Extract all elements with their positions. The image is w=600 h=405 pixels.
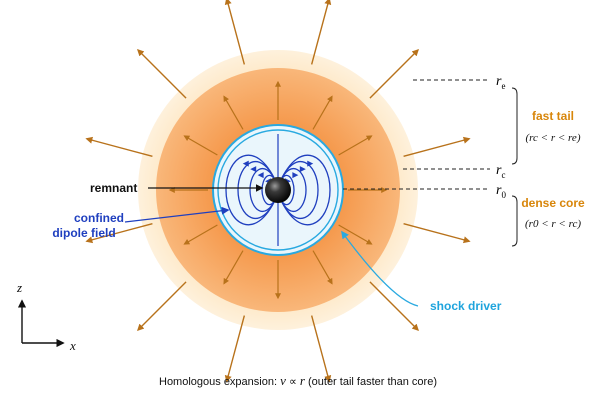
- core-expansion-arrow: [223, 250, 244, 285]
- core-expansion-arrow: [312, 95, 333, 130]
- field-line: [225, 154, 277, 226]
- field-label-line1: confined: [74, 211, 124, 225]
- tail-expansion-arrow: [403, 136, 471, 158]
- field-direction-arrow: [292, 172, 299, 179]
- field-direction-arrow: [250, 166, 257, 173]
- core-expansion-arrow: [338, 224, 373, 245]
- field-line: [237, 160, 277, 220]
- fast-tail-range: (rc < r < re): [526, 132, 581, 144]
- core-expansion-arrow: [183, 135, 218, 156]
- shock-driver-label: shock driver: [430, 299, 502, 313]
- tail-expansion-arrow: [403, 222, 471, 244]
- shock-front-outer: [212, 124, 344, 256]
- field-direction-arrow: [242, 160, 249, 167]
- re-label: re: [496, 74, 505, 91]
- tail-expansion-arrow: [369, 281, 419, 331]
- tail-expansion-arrow: [85, 136, 153, 158]
- dense-core-bracket: [511, 195, 518, 247]
- shock-front-inner: [217, 129, 339, 251]
- core-expansion-arrow: [338, 135, 373, 156]
- tail-expansion-arrow: [137, 281, 187, 331]
- expansion-arrows: [85, 0, 471, 383]
- rc-label: rc: [496, 163, 505, 180]
- field-direction-arrow: [299, 166, 306, 173]
- field-line: [279, 160, 319, 220]
- remnant-label: remnant: [90, 181, 137, 195]
- tail-expansion-arrow: [224, 315, 246, 383]
- tail-expansion-arrow: [369, 49, 419, 99]
- tail-expansion-arrow: [137, 49, 187, 99]
- field-line: [279, 154, 331, 226]
- remnant-sphere: [265, 177, 291, 203]
- field-label-line2: dipole field: [52, 226, 115, 240]
- dipole-field-lines: [225, 134, 331, 246]
- dense-core-label: dense core: [521, 196, 585, 210]
- core-expansion-arrow: [223, 95, 244, 130]
- x-axis-label: x: [69, 338, 76, 353]
- field-direction-arrow: [307, 160, 314, 167]
- tail-expansion-arrow: [224, 0, 246, 65]
- core-expansion-arrow: [312, 250, 333, 285]
- r0-label: r0: [496, 183, 506, 200]
- field-direction-arrow: [257, 172, 264, 179]
- field-line: [249, 168, 277, 212]
- tail-expansion-arrow: [310, 0, 332, 65]
- dense-core-range: (r0 < r < rc): [525, 218, 581, 230]
- field-line: [279, 168, 307, 212]
- fast-tail-label: fast tail: [532, 109, 574, 123]
- tail-expansion-arrow: [310, 315, 332, 383]
- field-line: [279, 174, 295, 206]
- fast-tail-bracket: [511, 87, 518, 165]
- core-expansion-arrow: [183, 224, 218, 245]
- field-pointer: [124, 206, 230, 223]
- shock-pointer: [341, 230, 419, 307]
- caption: Homologous expansion: v ∝ r (outer tail …: [159, 373, 437, 388]
- z-axis-label: z: [16, 280, 22, 295]
- tail-expansion-arrow: [85, 222, 153, 244]
